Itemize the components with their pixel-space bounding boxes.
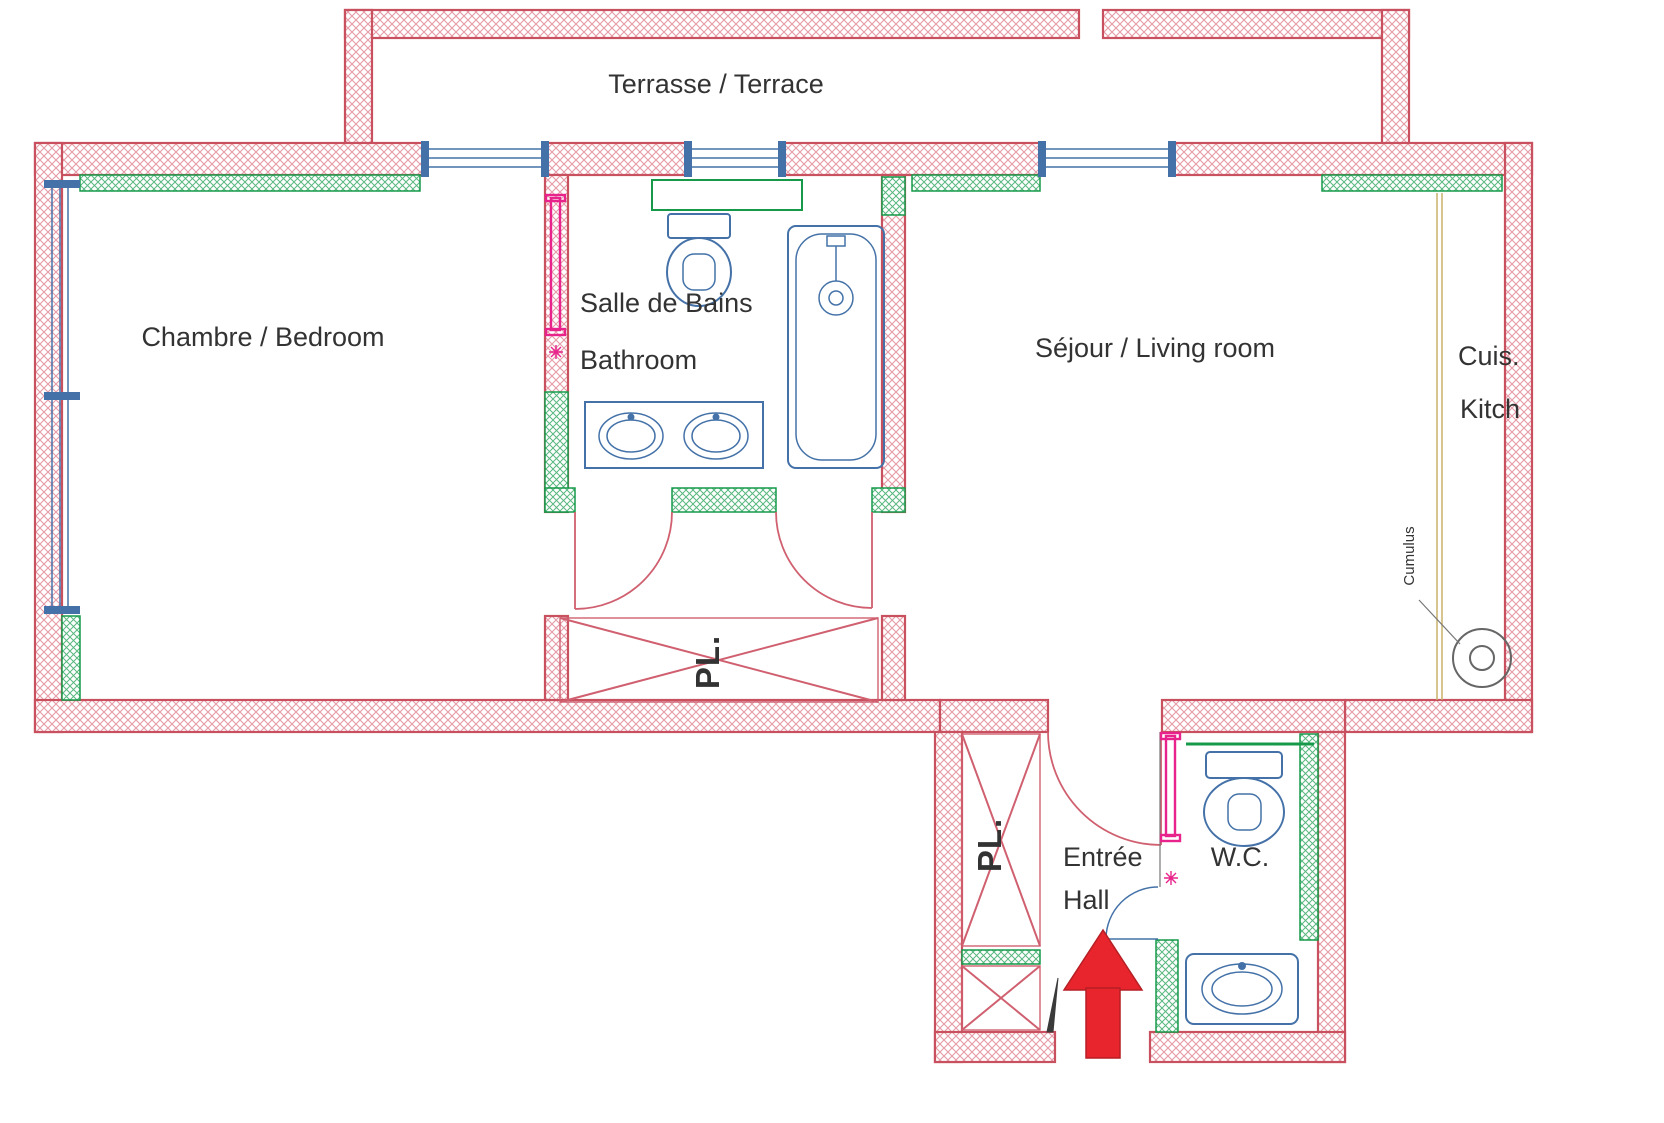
double-sink-vanity bbox=[584, 401, 764, 469]
kitchen-divider bbox=[1436, 193, 1443, 700]
door-bathroom-right bbox=[775, 511, 873, 609]
toilet-wc bbox=[1186, 742, 1314, 847]
label-closet-main: PL. bbox=[689, 635, 726, 689]
label-bathroom-fr: Salle de Bains bbox=[580, 288, 753, 318]
label-bathroom-en: Bathroom bbox=[580, 345, 697, 375]
sink-wc bbox=[1185, 953, 1299, 1025]
label-entry-en: Hall bbox=[1063, 885, 1110, 915]
entrance-door-leaf bbox=[1046, 977, 1059, 1033]
door-hall bbox=[1047, 731, 1162, 846]
toilet-bathroom bbox=[666, 213, 732, 307]
label-water-heater: Cumulus bbox=[1401, 526, 1418, 585]
bathroom-counter bbox=[651, 179, 803, 211]
radiator-bathroom bbox=[544, 193, 567, 359]
window-bathroom-top bbox=[684, 141, 786, 177]
window-living-top bbox=[1038, 141, 1176, 177]
window-bedroom-left bbox=[44, 180, 80, 614]
radiator-wc bbox=[1159, 731, 1182, 885]
label-wc: W.C. bbox=[1211, 842, 1270, 872]
label-terrace: Terrasse / Terrace bbox=[608, 69, 824, 99]
closet-main bbox=[559, 617, 879, 703]
terrace-walls bbox=[343, 8, 1411, 152]
door-bathroom-left bbox=[574, 511, 673, 610]
door-wc bbox=[1105, 732, 1161, 940]
label-entry-fr: Entrée bbox=[1063, 842, 1143, 872]
entrance-arrow bbox=[1062, 928, 1144, 1059]
label-bedroom: Chambre / Bedroom bbox=[141, 322, 384, 352]
label-kitchen-fr: Cuis. bbox=[1458, 341, 1520, 371]
label-closet-hall: PL. bbox=[971, 818, 1008, 872]
label-kitchen-en: Kitch bbox=[1460, 394, 1520, 424]
water-heater bbox=[1418, 599, 1512, 688]
label-living-room: Séjour / Living room bbox=[1035, 333, 1275, 363]
exterior-walls bbox=[33, 141, 1534, 1064]
closet-hall bbox=[961, 733, 1041, 1031]
window-bedroom-top bbox=[421, 141, 549, 177]
bathtub bbox=[787, 225, 885, 469]
green-liners bbox=[61, 174, 1503, 1033]
